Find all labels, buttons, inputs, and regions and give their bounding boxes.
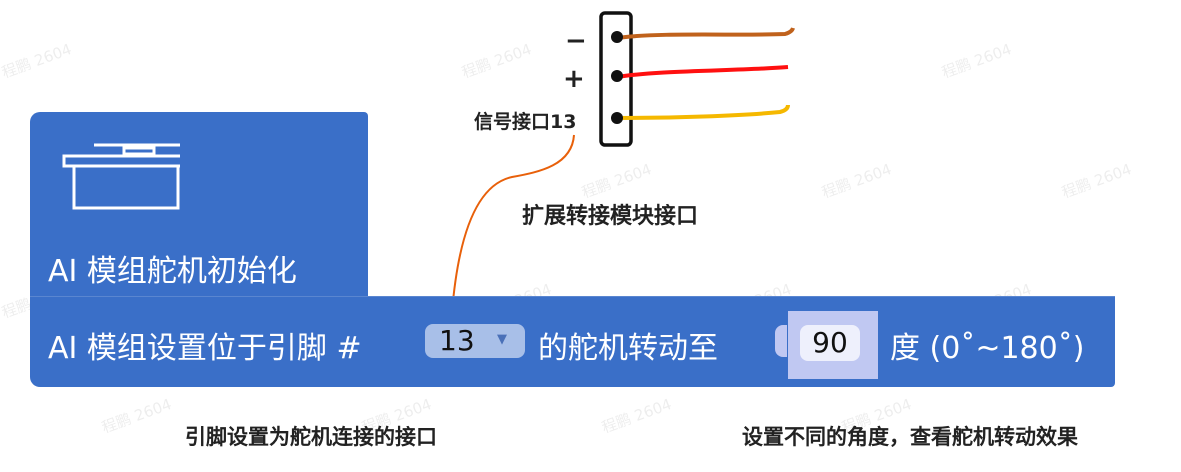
pin-dot xyxy=(611,31,623,43)
wire-red xyxy=(616,65,789,79)
pin-dot xyxy=(611,112,623,124)
servo-set-block[interactable]: AI 模组设置位于引脚 # 13 ▼ 的舵机转动至 90 度 (0˚~180˚) xyxy=(30,296,1115,387)
chevron-down-icon: ▼ xyxy=(497,332,507,347)
wire-brown xyxy=(616,27,795,40)
signal-label: 信号接口13 xyxy=(474,111,577,133)
servo-icon xyxy=(62,143,180,210)
arrow-line xyxy=(451,134,575,313)
set-block-suffix: 度 (0˚~180˚) xyxy=(890,331,1085,366)
angle-caption: 设置不同的角度，查看舵机转动效果 xyxy=(742,425,1078,449)
pin-dropdown[interactable]: 13 ▼ xyxy=(425,324,525,358)
servo-init-block[interactable]: AI 模组舵机初始化 xyxy=(30,112,368,298)
angle-value-block[interactable]: 90 xyxy=(788,311,878,379)
plus-label: + xyxy=(563,64,585,94)
minus-label: − xyxy=(565,26,587,56)
pin-value: 13 xyxy=(439,324,475,357)
wire-yellow xyxy=(616,104,790,120)
init-block-label: AI 模组舵机初始化 xyxy=(48,254,297,289)
set-block-middle: 的舵机转动至 xyxy=(538,331,718,366)
connector-caption: 扩展转接模块接口 xyxy=(522,204,699,229)
pin-dot xyxy=(611,70,623,82)
angle-input[interactable]: 90 xyxy=(800,325,860,361)
pin-caption: 引脚设置为舵机连接的接口 xyxy=(185,425,437,449)
set-block-prefix: AI 模组设置位于引脚 # xyxy=(48,331,362,366)
connector-housing xyxy=(599,11,633,147)
value-socket xyxy=(775,325,787,357)
